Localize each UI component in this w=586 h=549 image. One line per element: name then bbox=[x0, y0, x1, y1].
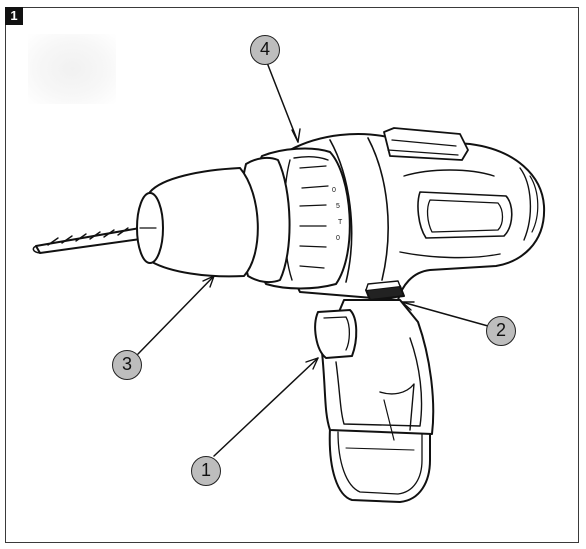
leader-line-2 bbox=[401, 301, 489, 327]
chuck bbox=[136, 167, 259, 278]
leader-line-3 bbox=[137, 275, 215, 355]
callout-1: 1 bbox=[191, 456, 221, 486]
figure-frame bbox=[5, 7, 579, 543]
scan-smudge bbox=[28, 34, 116, 104]
direction-switch bbox=[365, 280, 405, 301]
battery-pack bbox=[328, 427, 431, 503]
callout-3: 3 bbox=[112, 350, 142, 380]
drill-body bbox=[285, 127, 546, 301]
leader-line-1 bbox=[213, 357, 319, 457]
svg-text:0: 0 bbox=[332, 187, 336, 194]
leader-lines bbox=[137, 59, 489, 457]
leader-line-4 bbox=[265, 59, 299, 143]
svg-text:T: T bbox=[338, 219, 343, 226]
figure-number-badge: 1 bbox=[5, 7, 23, 25]
callout-4: 4 bbox=[250, 35, 280, 65]
callout-2: 2 bbox=[486, 316, 516, 346]
svg-text:0: 0 bbox=[336, 235, 340, 242]
trigger bbox=[314, 309, 358, 359]
svg-text:5: 5 bbox=[336, 203, 340, 210]
drill-bit bbox=[32, 227, 149, 254]
